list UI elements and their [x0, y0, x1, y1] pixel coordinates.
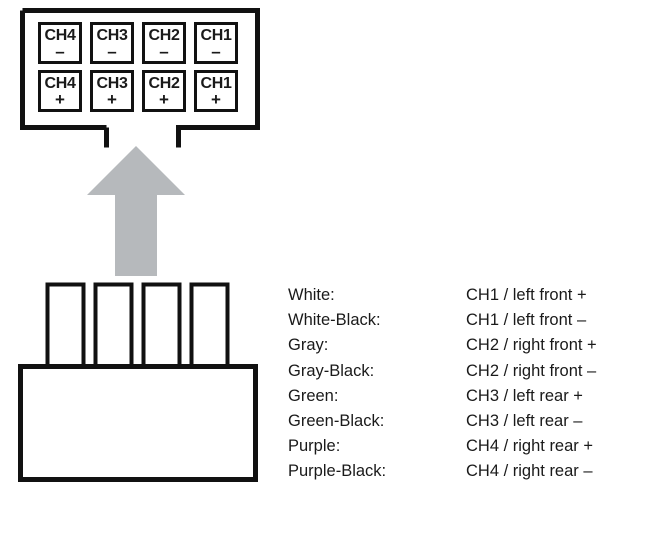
terminal-polarity-label: + [159, 89, 169, 109]
legend-assignment: CH2 / right front – [466, 361, 597, 380]
legend-wire-color: Green: [288, 386, 339, 405]
legend-wire-color: White-Black: [288, 311, 381, 330]
legend-assignment: CH1 / left front + [466, 286, 587, 304]
terminal-ch3-negative[interactable]: CH3 – [90, 22, 134, 64]
terminal-polarity-label: – [55, 41, 65, 61]
terminal-grid: CH4 – CH3 – CH2 – CH1 – CH4 + CH3 + CH2 … [38, 22, 238, 112]
legend-wire-color: Purple: [288, 437, 341, 456]
wiring-harness-plug [18, 282, 258, 482]
legend-wire-color: Purple-Black: [288, 462, 387, 481]
plug-body [18, 364, 258, 482]
plug-pin [45, 282, 86, 371]
terminal-ch4-negative[interactable]: CH4 – [38, 22, 82, 64]
terminal-block-outline [20, 8, 260, 148]
terminal-channel-label: CH3 [96, 74, 128, 92]
terminal-channel-label: CH2 [148, 26, 180, 44]
terminal-ch1-negative[interactable]: CH1 – [194, 22, 238, 64]
terminal-channel-label: CH3 [96, 26, 128, 44]
legend-assignment: CH4 / right rear + [466, 437, 594, 456]
terminal-ch1-positive[interactable]: CH1 + [194, 70, 238, 112]
plug-pin [189, 282, 230, 371]
legend-row: Purple-Black: CH4 / right rear – [288, 459, 597, 484]
legend-wire-color: Gray: [288, 336, 329, 355]
legend-row: Gray-Black: CH2 / right front – [288, 359, 597, 384]
legend-row: Green-Black: CH3 / left rear – [288, 409, 597, 434]
terminal-ch4-positive[interactable]: CH4 + [38, 70, 82, 112]
terminal-channel-label: CH1 [200, 26, 232, 44]
terminal-channel-label: CH1 [200, 74, 232, 92]
legend-wire-color: White: [288, 286, 335, 304]
terminal-polarity-label: + [211, 89, 221, 109]
legend-row: White: CH1 / left front + [288, 283, 597, 308]
terminal-polarity-label: – [159, 41, 169, 61]
terminal-polarity-label: + [107, 89, 117, 109]
terminal-channel-label: CH4 [44, 26, 76, 44]
legend-assignment: CH4 / right rear – [466, 462, 593, 481]
terminal-ch2-positive[interactable]: CH2 + [142, 70, 186, 112]
legend-assignment: CH3 / left rear + [466, 386, 583, 405]
terminal-channel-label: CH4 [44, 74, 76, 92]
legend-assignment: CH3 / left rear – [466, 412, 583, 431]
legend-assignment: CH2 / right front + [466, 336, 597, 355]
legend-assignment: CH1 / left front – [466, 311, 587, 330]
terminal-ch3-positive[interactable]: CH3 + [90, 70, 134, 112]
terminal-channel-label: CH2 [148, 74, 180, 92]
legend-row: Green: CH3 / left rear + [288, 384, 597, 409]
legend-wire-color: Gray-Black: [288, 361, 375, 380]
terminal-polarity-label: – [107, 41, 117, 61]
legend-wire-color: Green-Black: [288, 412, 385, 431]
terminal-ch2-negative[interactable]: CH2 – [142, 22, 186, 64]
legend-row: Purple: CH4 / right rear + [288, 434, 597, 459]
amplifier-terminal-block: CH4 – CH3 – CH2 – CH1 – CH4 + CH3 + CH2 … [20, 8, 260, 148]
insert-direction-arrow-icon [87, 146, 185, 276]
wire-color-legend: White: CH1 / left front + White-Black: C… [288, 283, 597, 485]
legend-row: Gray: CH2 / right front + [288, 333, 597, 358]
terminal-polarity-label: – [211, 41, 221, 61]
terminal-polarity-label: + [55, 89, 65, 109]
plug-pin [141, 282, 182, 371]
legend-row: White-Black: CH1 / left front – [288, 308, 597, 333]
plug-pin [93, 282, 134, 371]
